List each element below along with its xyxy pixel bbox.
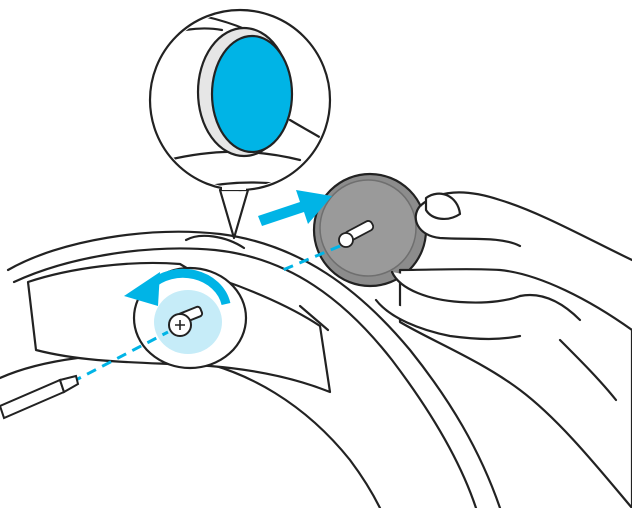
circular-cap-icon: [312, 172, 428, 288]
push-arrow-icon: [258, 190, 332, 226]
rotate-arrow-icon: [124, 268, 231, 306]
screwdriver-icon: [0, 374, 80, 420]
screw-icon: [168, 305, 204, 337]
dashed-guide-line-screw: [71, 330, 169, 384]
dashed-guide-line-cap: [277, 244, 341, 274]
magnifier-callout: [148, 8, 332, 240]
hand-icon: [374, 191, 632, 508]
